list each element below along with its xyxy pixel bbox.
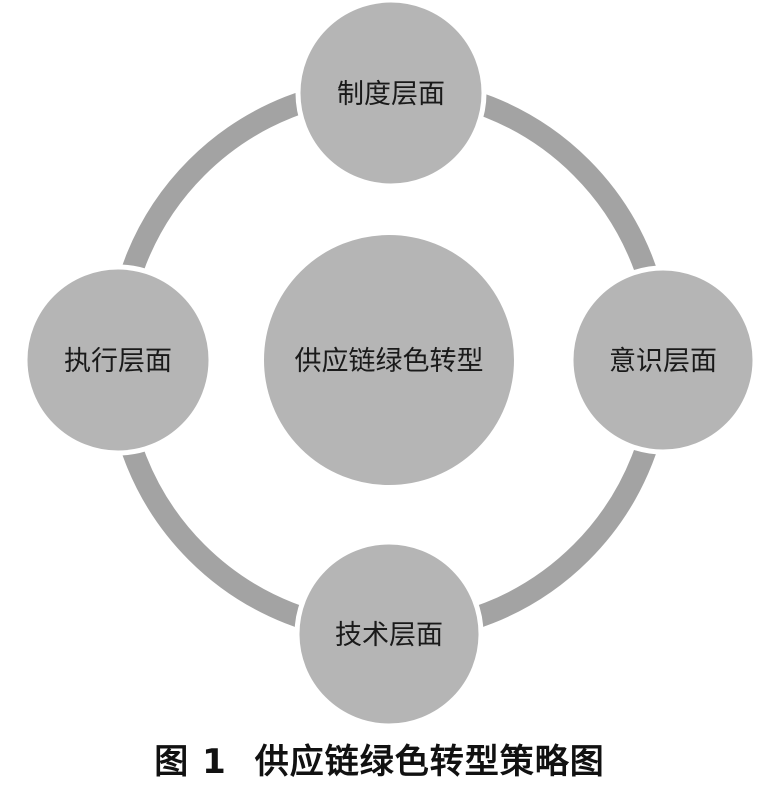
strategy-diagram: 供应链绿色转型 制度层面 意识层面 技术层面 执行层面 xyxy=(22,0,758,729)
node-right: 意识层面 xyxy=(568,265,758,455)
figure-number: 图 1 xyxy=(154,741,227,782)
node-bottom-circle xyxy=(294,539,484,729)
figure-caption: 图 1 供应链绿色转型策略图 xyxy=(0,728,759,788)
node-bottom: 技术层面 xyxy=(294,539,484,729)
node-left: 执行层面 xyxy=(22,264,214,456)
center-node-label: 供应链绿色转型 xyxy=(295,346,484,377)
node-bottom-label: 技术层面 xyxy=(335,620,443,651)
node-top: 制度层面 xyxy=(295,0,487,189)
node-left-circle xyxy=(22,264,214,456)
node-left-label: 执行层面 xyxy=(64,346,172,377)
figure-title: 供应链绿色转型策略图 xyxy=(254,741,605,782)
node-right-circle xyxy=(568,265,758,455)
center-node: 供应链绿色转型 xyxy=(260,231,518,489)
center-node-circle xyxy=(260,231,518,489)
node-top-label: 制度层面 xyxy=(337,79,445,110)
node-right-label: 意识层面 xyxy=(609,346,717,377)
node-top-circle xyxy=(295,0,487,189)
